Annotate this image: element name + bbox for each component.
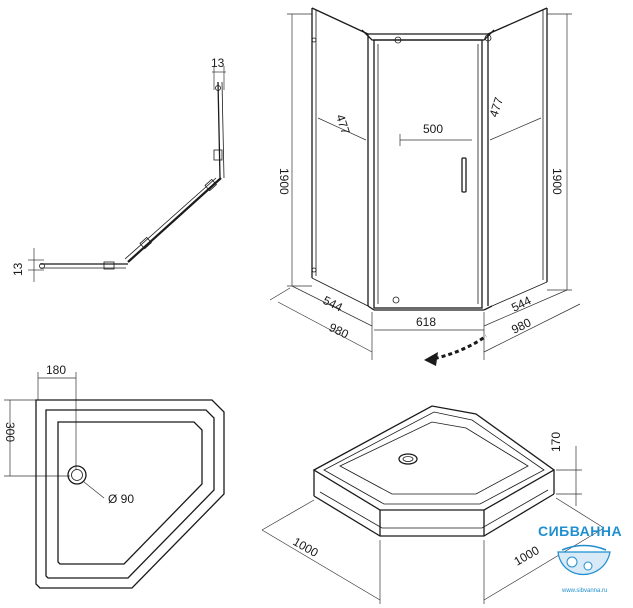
side-panel-right-label: 477	[487, 95, 507, 119]
base-left-short-label: 544	[321, 293, 345, 315]
tray-dim-left-label: 300	[3, 422, 17, 442]
base-right-long-label: 980	[509, 315, 533, 337]
cabin-height-right-label: 1900	[550, 168, 564, 195]
tray-length-right-label: 1000	[512, 543, 542, 569]
cabin-perspective-view: 1900 1900	[269, 7, 581, 366]
door-swing-arrow-icon	[427, 334, 487, 362]
side-panel-left-label: 477	[333, 113, 353, 137]
drain-diameter-label: Ø 90	[108, 492, 134, 506]
tray-plan-view: 180 300 Ø 90	[3, 363, 225, 589]
tray-3d-drain-icon	[398, 453, 418, 465]
tray-dim-top-label: 180	[46, 363, 66, 377]
profile-section-view: 13 13	[11, 56, 226, 282]
profile-dim-top-label: 13	[211, 56, 225, 70]
tray-3d-view: 170 1000 1000	[261, 405, 605, 604]
cabin-height-left-label: 1900	[277, 168, 291, 195]
base-left-long-label: 980	[327, 320, 351, 342]
drain-icon	[67, 465, 87, 485]
tray-height-label: 170	[549, 432, 563, 452]
watermark-url-label: www.sibvanna.ru	[561, 588, 607, 594]
bathtub-logo-icon	[557, 544, 611, 575]
base-right-short-label: 544	[509, 293, 533, 315]
base-front-label: 618	[416, 315, 436, 329]
watermark-brand-label: СИБВАННА	[538, 523, 622, 539]
profile-dim-left-label: 13	[11, 262, 25, 276]
door-width-label: 500	[423, 122, 443, 136]
brand-watermark: СИБВАННА www.sibvanna.ru	[538, 523, 622, 594]
